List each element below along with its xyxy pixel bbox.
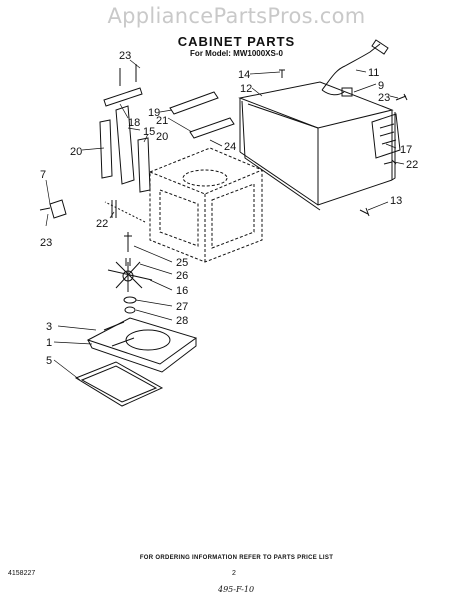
ordering-note: FOR ORDERING INFORMATION REFER TO PARTS … — [139, 555, 334, 561]
callout-28: 28 — [176, 315, 188, 327]
page-title: CABINET PARTS — [177, 34, 296, 49]
callout-22-left: 22 — [96, 218, 108, 230]
callout-24: 24 — [224, 141, 236, 153]
callout-18: 18 — [128, 117, 140, 129]
screws-right — [279, 69, 408, 217]
oven-cavity — [149, 147, 263, 263]
callout-22-right: 22 — [406, 159, 418, 171]
callout-26: 26 — [176, 270, 188, 282]
callout-27: 27 — [176, 301, 188, 313]
callout-20-right: 20 — [156, 131, 168, 143]
stirrer-assembly — [104, 201, 153, 314]
callout-14: 14 — [238, 69, 250, 81]
power-cord — [321, 39, 389, 97]
callout-labels: 23 18 19 21 15 20 20 24 14 12 11 9 23 17… — [40, 50, 418, 367]
callout-9: 9 — [378, 80, 384, 92]
callout-15: 15 — [143, 126, 155, 138]
brackets-19-21 — [169, 91, 235, 139]
callout-23-left: 23 — [40, 237, 52, 249]
model-subtitle: For Model: MW1000XS-0 — [190, 49, 283, 58]
document-part-number: 4158227 — [8, 570, 36, 577]
cabinet-wrapper — [238, 81, 396, 211]
callout-12: 12 — [240, 83, 252, 95]
callout-20-left: 20 — [70, 146, 82, 158]
callout-1: 1 — [46, 337, 52, 349]
callout-17: 17 — [400, 144, 412, 156]
callout-25: 25 — [176, 257, 188, 269]
rear-bracket — [371, 113, 401, 159]
watermark: AppliancePartsPros.com — [107, 4, 366, 28]
callout-19: 19 — [148, 107, 160, 119]
page-number: 2 — [232, 570, 236, 577]
bottom-tray — [74, 361, 164, 407]
callout-7: 7 — [40, 169, 46, 181]
callout-23-right: 23 — [378, 92, 390, 104]
callout-5: 5 — [46, 355, 52, 367]
callout-23: 23 — [119, 50, 131, 62]
callout-11: 11 — [368, 67, 379, 79]
callout-13: 13 — [390, 195, 402, 207]
hinge-assembly — [99, 64, 151, 193]
handwritten-note: 495-F-10 — [218, 585, 255, 594]
base-plate — [86, 317, 198, 373]
leader-lines — [45, 59, 405, 381]
door-latch — [39, 199, 117, 219]
callout-21: 21 — [156, 115, 168, 127]
callout-16: 16 — [176, 285, 188, 297]
callout-3: 3 — [46, 321, 52, 333]
